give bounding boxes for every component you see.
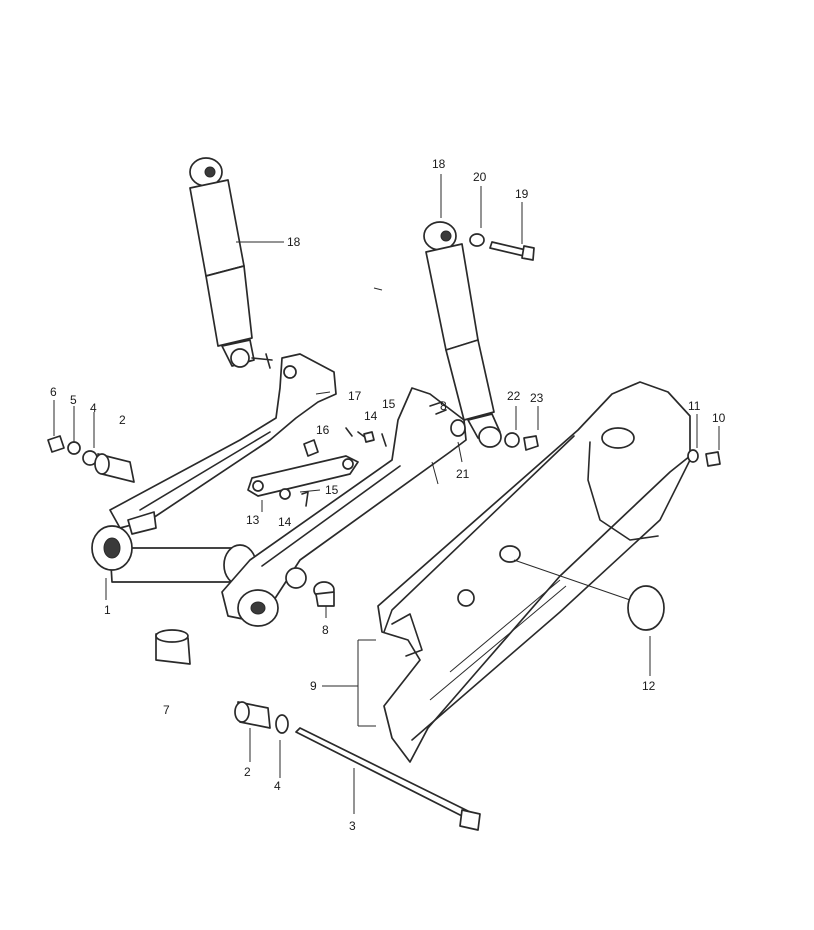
label-19: 19 [515, 187, 529, 201]
label-2-upper: 2 [119, 413, 126, 427]
small-fasteners [279, 401, 447, 507]
label-1: 1 [104, 603, 111, 617]
label-4-lower: 4 [274, 779, 281, 793]
label-11: 11 [688, 399, 701, 413]
label-4-upper: 4 [90, 401, 97, 415]
right-swing-arm-plate [221, 387, 467, 627]
bolt-10 [705, 451, 721, 467]
label-8-lower: 8 [322, 623, 329, 637]
left-swing-arm-plate [109, 353, 337, 529]
washer-22 [504, 432, 520, 448]
label-14-upper: 14 [364, 409, 378, 423]
left-washer-stack [47, 435, 135, 483]
lower-bush-and-washer [234, 701, 289, 734]
washer-11 [687, 449, 699, 463]
label-12: 12 [642, 679, 656, 693]
label-5: 5 [70, 393, 77, 407]
label-22: 22 [507, 389, 521, 403]
bolt-19-and-washer-20 [469, 233, 535, 261]
inspection-cap-12 [627, 585, 665, 631]
label-3: 3 [349, 819, 356, 833]
label-2-lower: 2 [244, 765, 251, 779]
part-labels: 18 18 20 19 6 5 4 2 17 15 14 16 22 23 11… [50, 157, 726, 833]
cap-23 [523, 435, 539, 451]
right-shock-absorber [423, 221, 502, 448]
stray-mark [373, 287, 383, 291]
label-15-upper: 15 [382, 397, 396, 411]
label-21: 21 [456, 467, 470, 481]
label-13: 13 [246, 513, 260, 527]
label-10: 10 [712, 411, 726, 425]
chain-case-9 [377, 381, 691, 763]
label-9: 9 [310, 679, 317, 693]
label-7: 7 [163, 703, 170, 717]
label-18-right: 18 [432, 157, 446, 171]
torque-link-13 [247, 455, 359, 497]
label-16: 16 [316, 423, 330, 437]
bush-7-top [155, 629, 189, 643]
left-shock-absorber [189, 157, 273, 369]
label-23: 23 [530, 391, 544, 405]
label-18-left: 18 [287, 235, 301, 249]
label-14-lower: 14 [278, 515, 292, 529]
label-8-upper: 8 [440, 399, 447, 413]
pivot-shaft-3 [295, 727, 481, 831]
label-20: 20 [473, 170, 487, 184]
bolt-8 [313, 581, 335, 607]
label-17: 17 [348, 389, 362, 403]
leader-lines [53, 174, 720, 814]
label-6: 6 [50, 385, 57, 399]
label-15-lower: 15 [325, 483, 339, 497]
